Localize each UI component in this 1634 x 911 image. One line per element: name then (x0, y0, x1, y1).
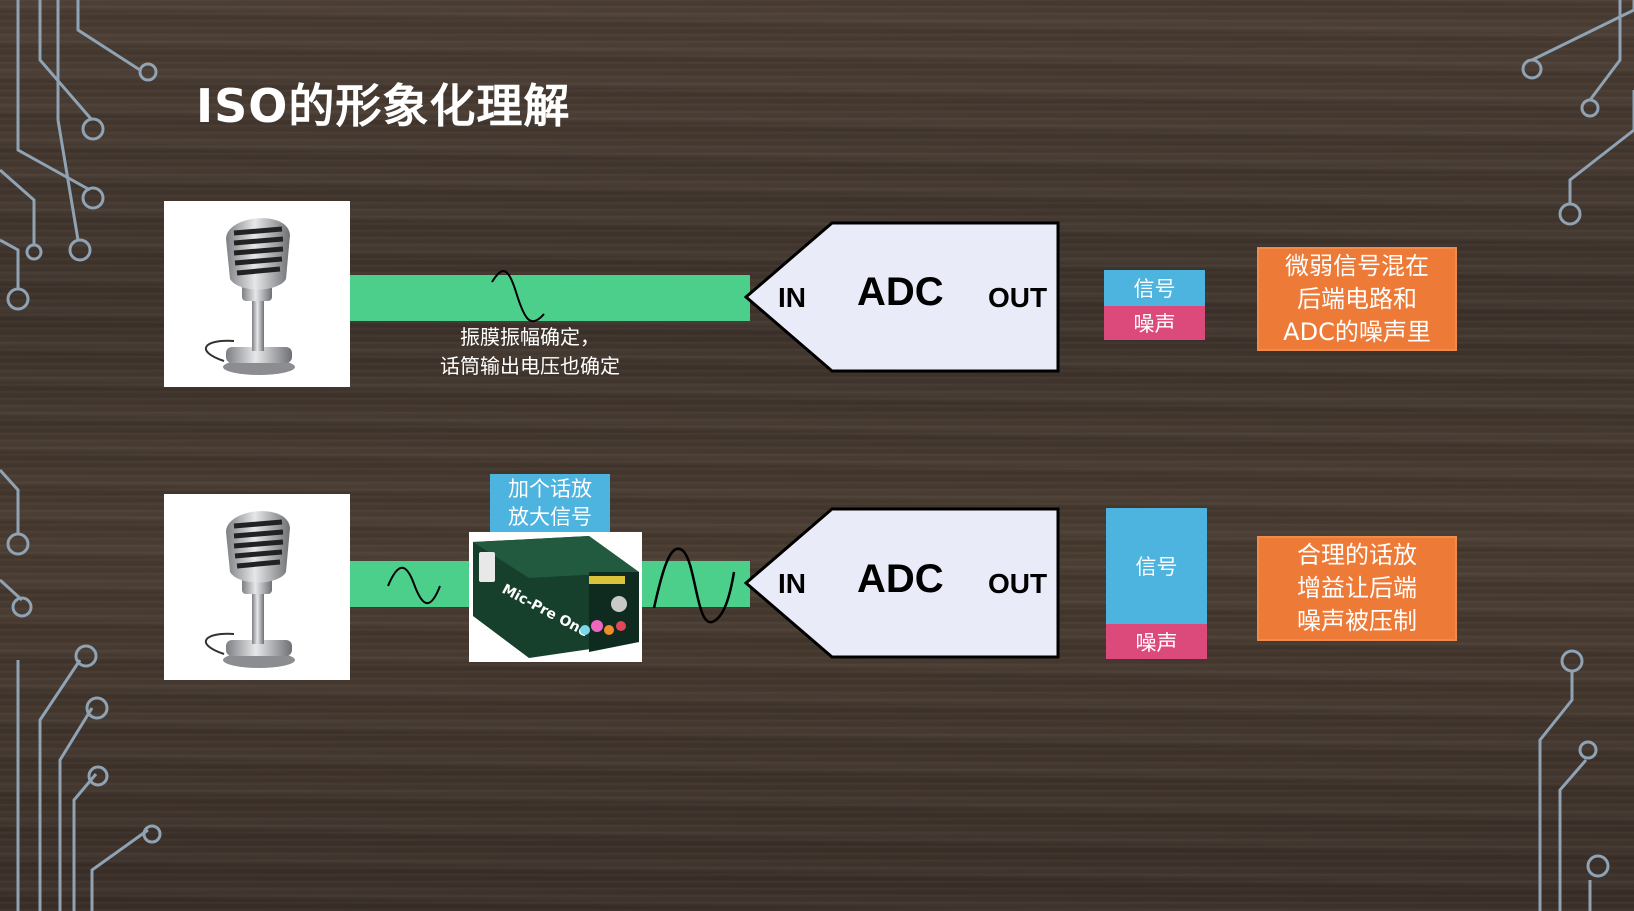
microphone-image-row1 (164, 201, 350, 387)
adc-in-label-row1: IN (778, 282, 806, 313)
sine-wave-icon (387, 566, 441, 604)
noise-block-row2: 噪声 (1106, 624, 1207, 659)
adc-block-row2 (744, 507, 1060, 659)
note-row2-line-1: 合理的话放 (1297, 541, 1417, 569)
sine-wave-icon (491, 270, 545, 322)
preamp-label-line-2: 放大信号 (508, 505, 592, 529)
adc-name-row1: ADC (857, 270, 944, 314)
microphone-icon (204, 218, 295, 375)
signal-block-row1: 信号 (1104, 270, 1205, 306)
caption-line-1: 振膜振幅确定， (460, 325, 600, 349)
adc-out-label-row2: OUT (988, 568, 1048, 599)
adc-name-row2: ADC (857, 557, 944, 601)
circuit-decoration-left (0, 0, 162, 911)
microphone-image-row2 (164, 494, 350, 680)
note-row1-line-1: 微弱信号混在 (1285, 251, 1429, 280)
note-box-row2: 合理的话放 增益让后端 噪声被压制 (1257, 536, 1457, 641)
adc-out-label-row1: OUT (988, 282, 1048, 313)
preamp-label-line-1: 加个话放 (508, 477, 592, 501)
noise-block-row1: 噪声 (1104, 306, 1205, 340)
note-row1-line-3: ADC的噪声里 (1283, 317, 1431, 346)
caption-line-2: 话筒输出电压也确定 (440, 354, 620, 378)
preamp-device-icon: Mic-Pre One (473, 536, 639, 658)
signal-band-row2-input (350, 561, 470, 607)
adc-block-row1 (744, 221, 1060, 373)
note-row2-line-2: 增益让后端 (1297, 574, 1417, 602)
note-box-row1: 微弱信号混在 后端电路和 ADC的噪声里 (1257, 247, 1457, 351)
note-row2-line-3: 噪声被压制 (1297, 607, 1417, 635)
sine-wave-icon (652, 547, 736, 624)
microphone-icon (204, 511, 295, 668)
slide-title: ISO的形象化理解 (196, 79, 571, 133)
mic-output-caption: 振膜振幅确定， 话筒输出电压也确定 (405, 323, 655, 381)
circuit-decoration-right (1521, 0, 1634, 911)
preamp-label: 加个话放 放大信号 (490, 474, 610, 532)
note-row1-line-2: 后端电路和 (1297, 284, 1417, 313)
adc-in-label-row2: IN (778, 568, 806, 599)
signal-band-row1 (350, 275, 750, 321)
signal-block-row2: 信号 (1106, 508, 1207, 624)
preamp-device-image: Mic-Pre One (469, 532, 642, 662)
